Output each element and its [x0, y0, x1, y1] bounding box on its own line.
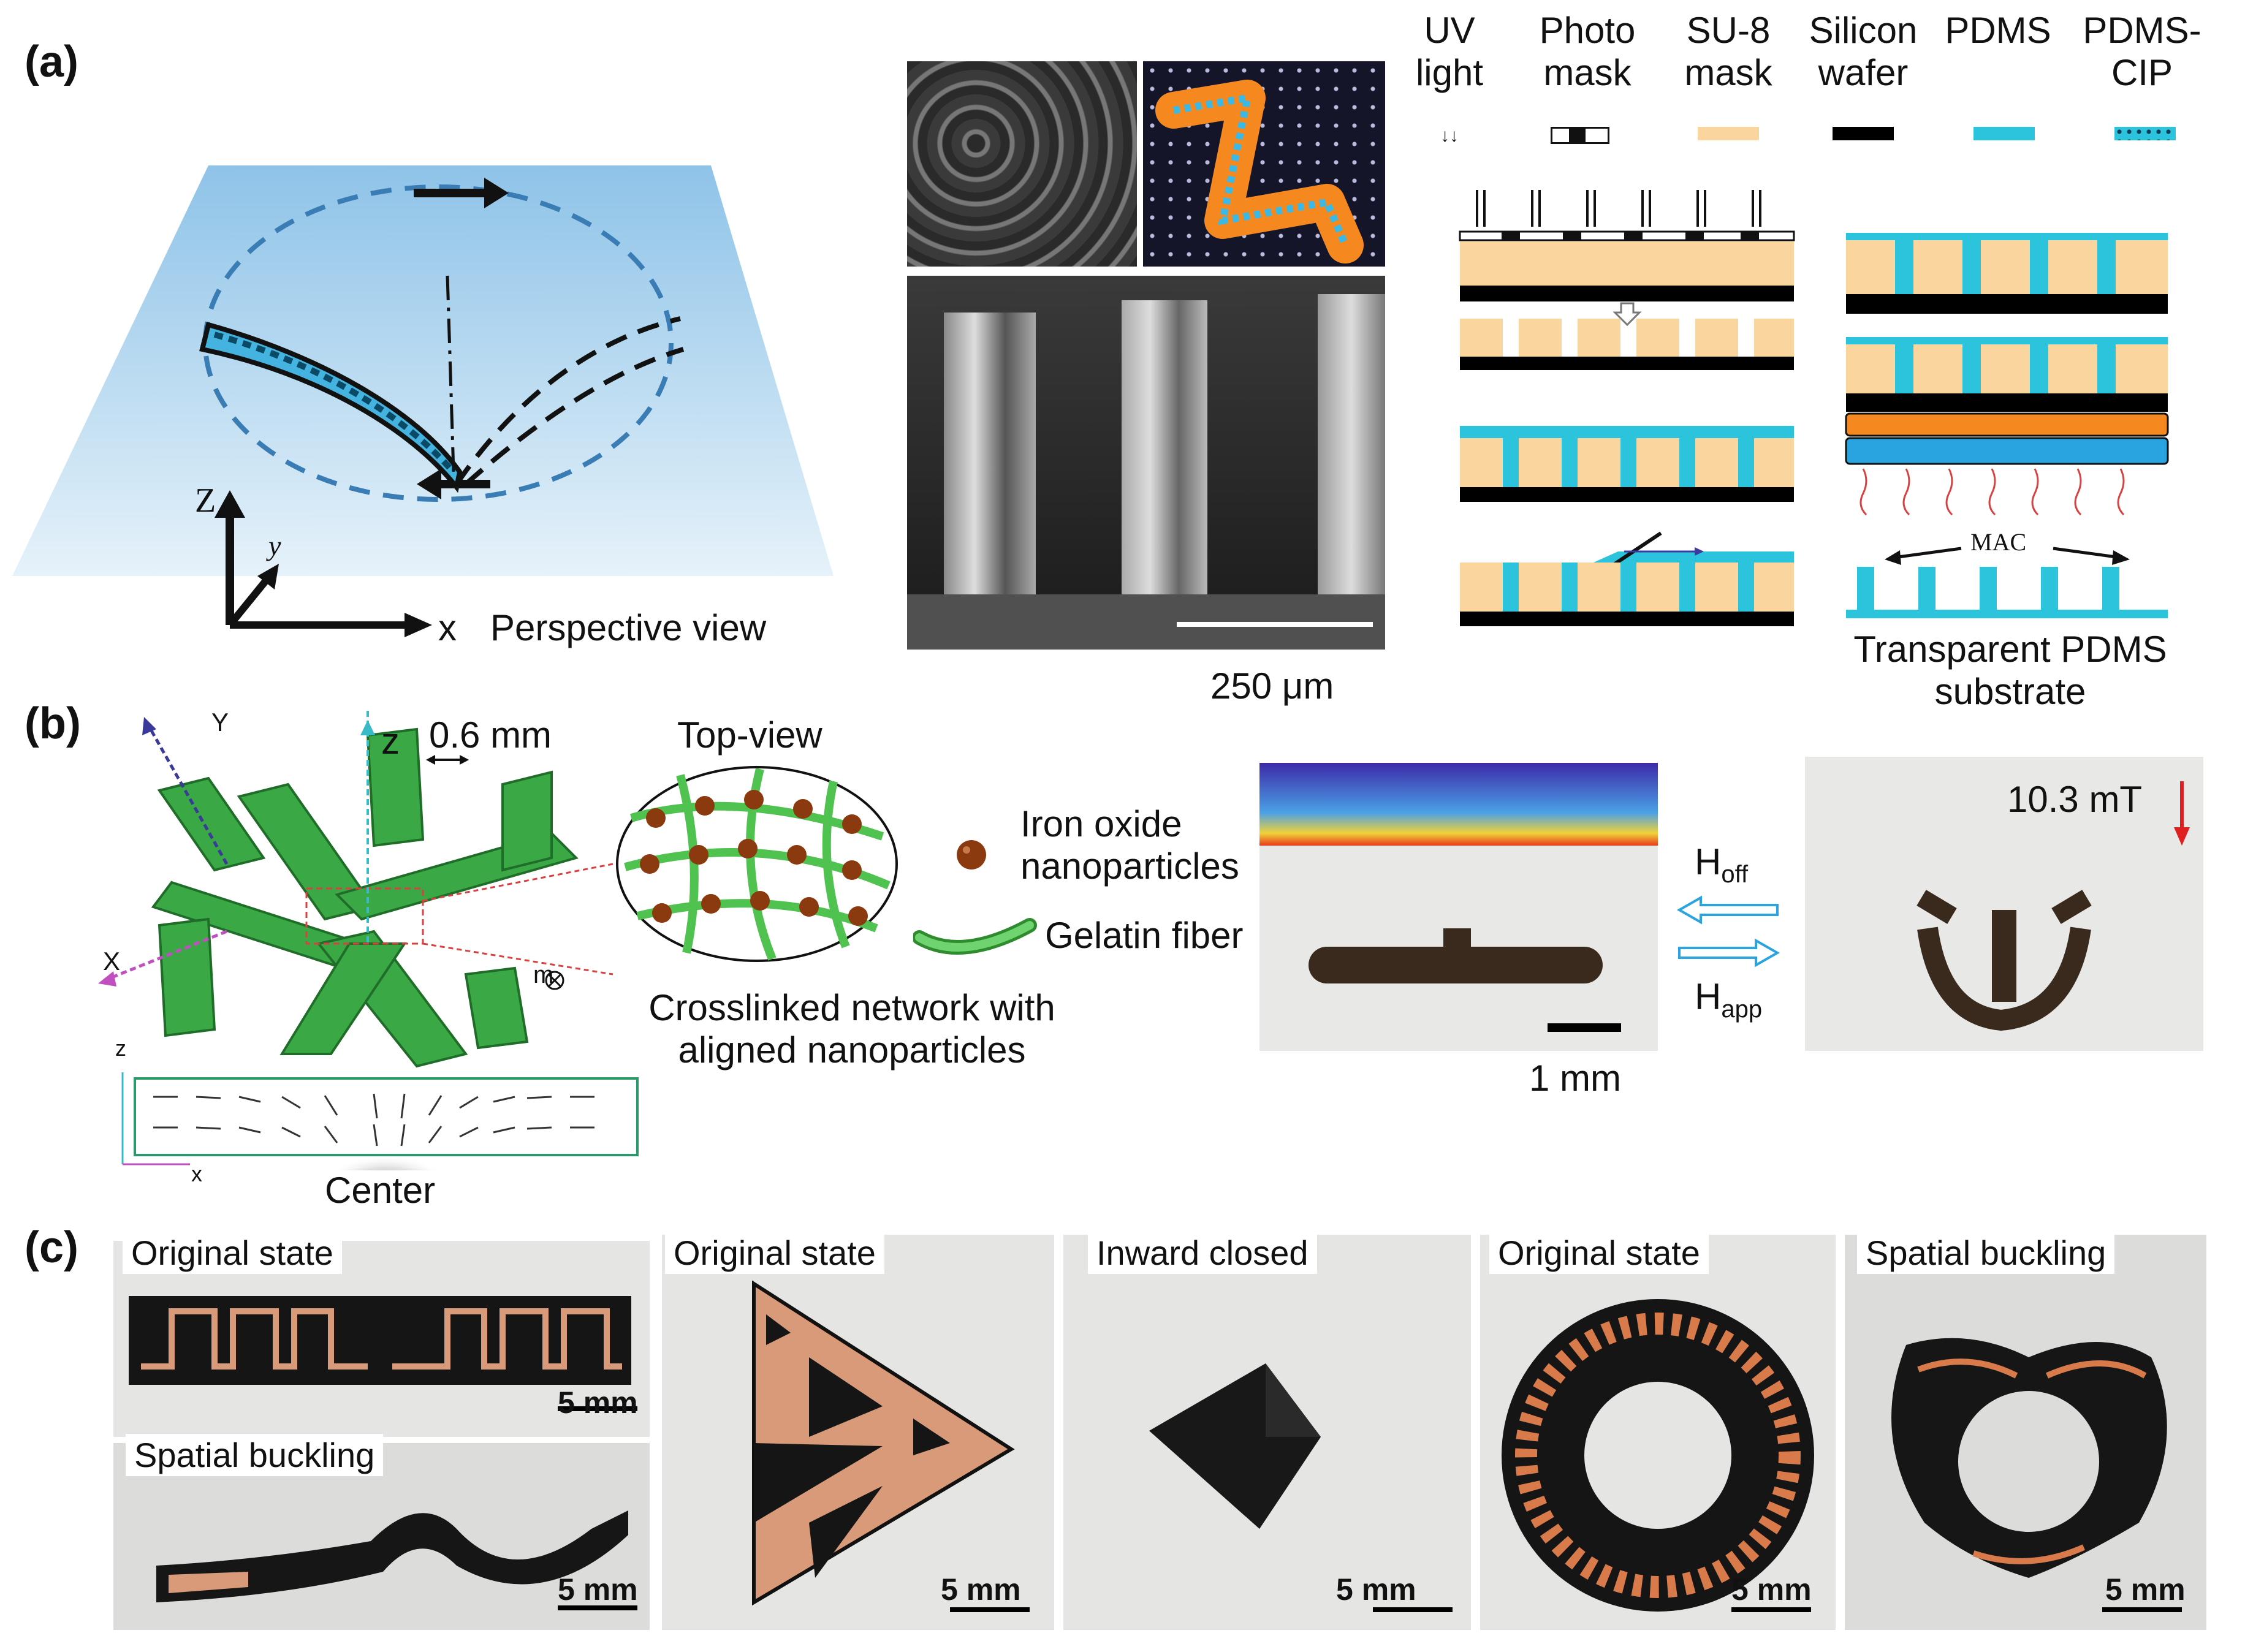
axis-X-label: X: [103, 947, 121, 976]
perspective-plane: [12, 165, 834, 576]
panel-label-c: (c): [25, 1223, 78, 1272]
legend-pdms-swatch: [1973, 127, 2035, 140]
field-switch-arrows: [1676, 895, 1780, 968]
fabrication-steps-left: [1459, 190, 1795, 626]
flat-robot-photo: [1259, 763, 1658, 1051]
robot-scale-label: 1 mm: [1529, 1058, 1621, 1099]
legend-uv-icon: ↓↓: [1440, 126, 1459, 146]
snowflake-schematic: [98, 711, 613, 1068]
triangle-closed-title: Inward closed: [1088, 1232, 1317, 1274]
m-label: m: [533, 961, 554, 988]
nanoparticle-icon: [957, 840, 986, 870]
axis-Y-label: Y: [211, 708, 229, 737]
gelatin-fiber-icon: [913, 918, 1037, 955]
legend-photomask-swatch: [1551, 127, 1609, 144]
mac-label: MAC: [1970, 528, 2027, 556]
ring-buckled-photo: [1845, 1235, 2206, 1630]
sem-scales-image: [907, 61, 1137, 267]
topview-network: [616, 766, 898, 962]
topview-label: Top-view: [677, 714, 822, 756]
rod-left: [199, 322, 463, 493]
legend-silicon-swatch: [1833, 127, 1894, 140]
dimension-label: 0.6 mm: [429, 714, 552, 756]
perspective-view-label: Perspective view: [490, 607, 767, 648]
field-strength-label: 10.3 mT: [2007, 779, 2143, 820]
triangle-closed-scale: 5 mm: [1336, 1572, 1416, 1607]
axis-z-label: Z: [195, 482, 216, 520]
sem-pillars-image: [907, 276, 1385, 650]
triangle-original-photo: [662, 1235, 1054, 1630]
axis-z-label-b: z: [381, 721, 400, 762]
sem-zigzag-image: [1143, 61, 1385, 267]
strip-buckled-title: Spatial buckling: [126, 1434, 384, 1476]
ring-original-photo: [1480, 1235, 1836, 1630]
triangle-closed-photo: [1063, 1235, 1471, 1630]
triangle-original-scale: 5 mm: [941, 1572, 1021, 1607]
legend-pdmscip-label: PDMS-CIP: [2083, 10, 2201, 93]
perspective-schematic: [12, 165, 834, 637]
ring-buckled-scale: 5 mm: [2105, 1572, 2186, 1607]
center-label: Center: [325, 1170, 436, 1211]
ring-original-title: Original state: [1489, 1232, 1709, 1274]
sem-scale-label: 250 μm: [1210, 665, 1334, 707]
ring-original-scale: 5 mm: [1731, 1572, 1812, 1607]
field-inset: [121, 1072, 639, 1170]
legend-pdmscip-swatch: [2114, 127, 2176, 140]
h-off-label: Hoff: [1695, 841, 1749, 888]
panel-label-b: (b): [25, 699, 81, 748]
triangle-original-title: Original state: [665, 1232, 884, 1274]
h-app-label: Happ: [1695, 976, 1763, 1023]
rotation-path: [203, 184, 674, 502]
gelatin-label: Gelatin fiber: [1045, 915, 1244, 956]
axis-x-label: x: [438, 607, 457, 648]
folded-robot-photo: [1805, 757, 2203, 1051]
panel-label-a: (a): [25, 37, 78, 86]
inset-x-label: x: [191, 1161, 202, 1186]
legend-su8-swatch: [1698, 127, 1759, 140]
axis-y-label: y: [268, 530, 281, 561]
fabrication-steps-right: [1845, 233, 2169, 618]
strip-original-scale: 5 mm: [558, 1385, 638, 1420]
strip-original-title: Original state: [123, 1232, 342, 1274]
inset-z-label: z: [115, 1036, 126, 1061]
ring-buckled-title: Spatial buckling: [1857, 1232, 2115, 1274]
legend-pdms-label: PDMS: [1945, 10, 2051, 51]
strip-buckled-scale: 5 mm: [558, 1572, 638, 1607]
